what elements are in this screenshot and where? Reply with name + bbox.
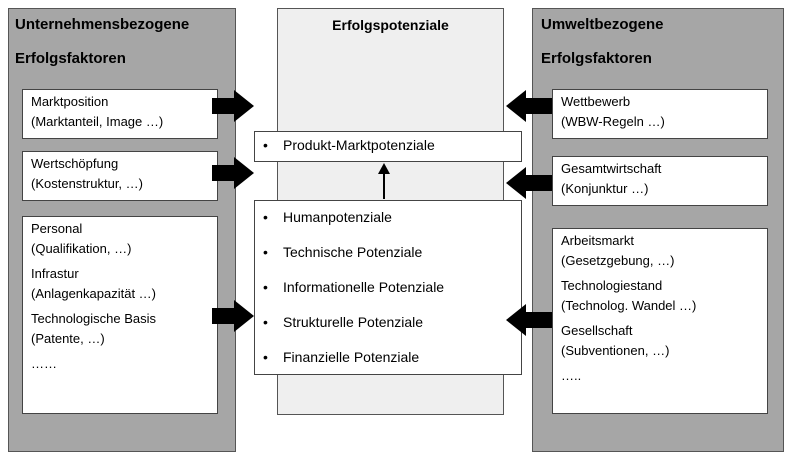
- left-box1-line2: (Marktanteil, Image …): [31, 114, 164, 129]
- left-box3-line1: Personal: [31, 221, 83, 236]
- right-box3-line1: Arbeitsmarkt: [561, 233, 634, 248]
- right-box-umfeld: Arbeitsmarkt (Gesetzgebung, …) Technolog…: [552, 228, 768, 414]
- bullet-icon: •: [263, 349, 268, 365]
- right-panel-title-line1: Umweltbezogene: [541, 16, 664, 33]
- right-box3-line4: (Technolog. Wandel …): [561, 298, 697, 313]
- right-box1-line2: (WBW-Regeln …): [561, 114, 665, 129]
- potenzial-label: Technische Potenziale: [283, 244, 423, 260]
- left-box3-line4: (Anlagenkapazität …): [31, 286, 157, 301]
- potenzial-item: • Humanpotenziale: [263, 209, 392, 225]
- right-box2-line2: (Konjunktur …): [561, 181, 649, 196]
- right-box1-line1: Wettbewerb: [561, 94, 631, 109]
- arrow-right-icon: [212, 90, 254, 122]
- left-box-wertschoepfung: Wertschöpfung (Kostenstruktur, …): [22, 151, 218, 201]
- bullet-icon: •: [263, 244, 268, 260]
- center-panel-title: Erfolgspotenziale: [332, 17, 449, 33]
- left-panel-title-line2: Erfolgsfaktoren: [15, 50, 126, 67]
- bullet-icon: •: [263, 209, 268, 225]
- potenzial-item: • Finanzielle Potenziale: [263, 349, 419, 365]
- right-box3-line6: (Subventionen, …): [561, 343, 670, 358]
- right-box3-line5: Gesellschaft: [561, 323, 633, 338]
- left-box3-line7: ……: [31, 356, 57, 371]
- potenzial-item: • Strukturelle Potenziale: [263, 314, 423, 330]
- right-box3-line3: Technologiestand: [561, 278, 663, 293]
- bullet-icon: •: [263, 137, 268, 153]
- left-panel-title-line1: Unternehmensbezogene: [15, 16, 190, 33]
- right-box2-line1: Gesamtwirtschaft: [561, 161, 662, 176]
- right-box3-line2: (Gesetzgebung, …): [561, 253, 675, 268]
- right-box-wettbewerb: Wettbewerb (WBW-Regeln …): [552, 89, 768, 139]
- arrow-right-icon: [212, 157, 254, 189]
- arrow-left-icon: [506, 167, 552, 199]
- left-box1-line1: Marktposition: [31, 94, 109, 109]
- left-box2-line1: Wertschöpfung: [31, 156, 119, 171]
- left-box3-line5: Technologische Basis: [31, 311, 157, 326]
- left-box3-line6: (Patente, …): [31, 331, 105, 346]
- arrow-up-head-icon: [378, 163, 390, 174]
- arrow-left-icon: [506, 90, 552, 122]
- right-panel-title-line2: Erfolgsfaktoren: [541, 50, 652, 67]
- bullet-icon: •: [263, 314, 268, 330]
- potenzial-label: Informationelle Potenziale: [283, 279, 445, 295]
- right-box-gesamtwirtschaft: Gesamtwirtschaft (Konjunktur …): [552, 156, 768, 206]
- bullet-icon: •: [263, 279, 268, 295]
- potenzial-label: Finanzielle Potenziale: [283, 349, 420, 365]
- potenzial-item: • Informationelle Potenziale: [263, 279, 444, 295]
- top-item-row: • Produkt-Marktpotenziale: [263, 137, 435, 153]
- right-box3-line7: …..: [561, 368, 582, 383]
- produkt-marktpotenziale-box: • Produkt-Marktpotenziale: [254, 131, 522, 162]
- left-box3-line3: Infrastur: [31, 266, 79, 281]
- arrow-left-icon: [506, 304, 552, 336]
- potenzial-label: Humanpotenziale: [283, 209, 392, 225]
- left-box3-line2: (Qualifikation, …): [31, 241, 132, 256]
- top-item-label: Produkt-Marktpotenziale: [283, 137, 435, 153]
- arrow-right-icon: [212, 300, 254, 332]
- potenzial-item: • Technische Potenziale: [263, 244, 422, 260]
- left-box2-line2: (Kostenstruktur, …): [31, 176, 143, 191]
- potenzial-label: Strukturelle Potenziale: [283, 314, 424, 330]
- left-box-ressourcen: Personal (Qualifikation, …) Infrastur (A…: [22, 216, 218, 414]
- potenziale-box: •Humanpotenziale •Technische Potenziale …: [254, 200, 522, 375]
